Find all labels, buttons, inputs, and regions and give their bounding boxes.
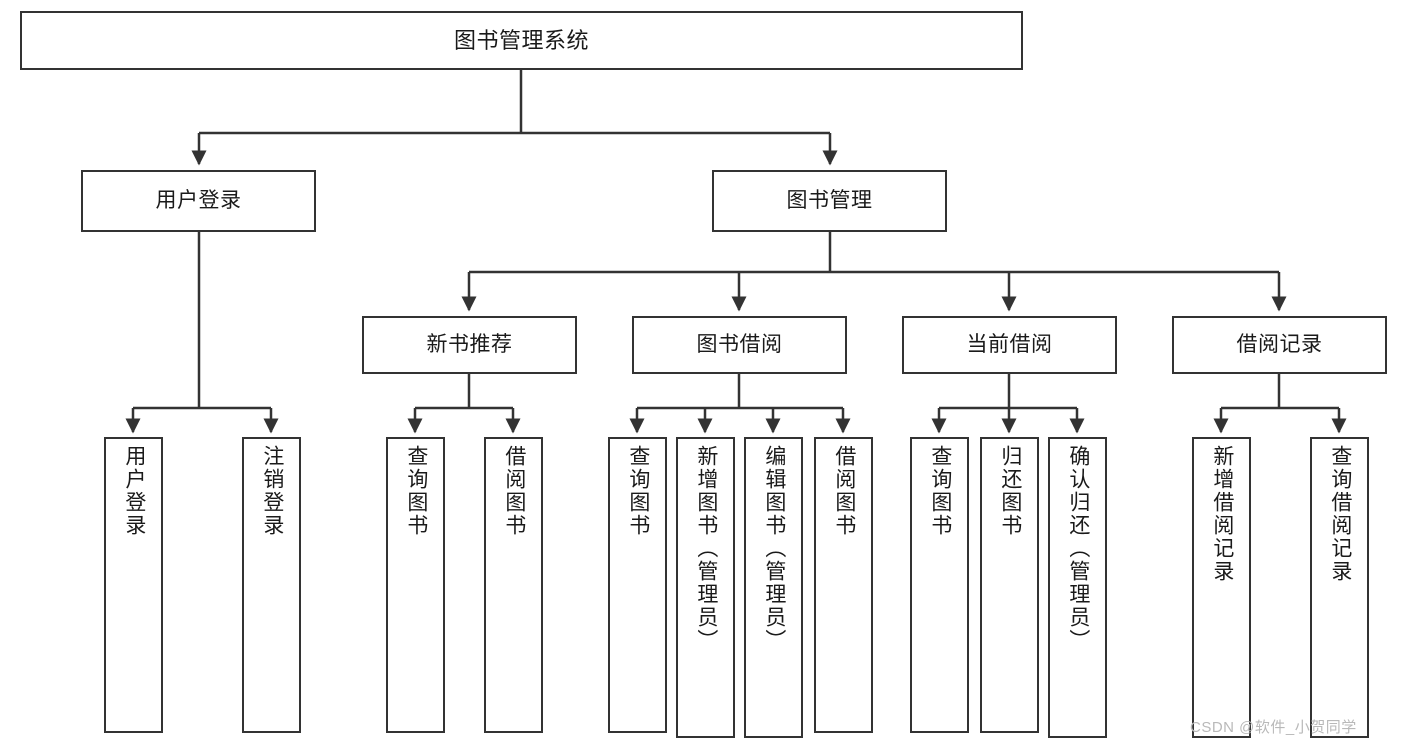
node-label: 图书管理 (786, 188, 873, 212)
node-new-book-recommend[interactable]: 新书推荐 (362, 316, 577, 374)
leaf-query-book-new-recommend[interactable]: 查询图书 (386, 437, 445, 733)
leaf-query-borrow-record[interactable]: 查询借阅记录 (1310, 437, 1369, 738)
node-label: 借阅记录 (1236, 332, 1323, 356)
node-user-login[interactable]: 用户登录 (81, 170, 316, 232)
leaf-borrow-book-new-recommend[interactable]: 借阅图书 (484, 437, 543, 733)
node-label: 借阅图书 (502, 445, 526, 537)
node-label: 确认归还（管理员） (1066, 445, 1090, 652)
node-label: 查询图书 (626, 445, 650, 537)
node-book-borrow[interactable]: 图书借阅 (632, 316, 847, 374)
node-label: 新书推荐 (426, 332, 513, 356)
node-label: 用户登录 (155, 188, 242, 212)
node-root-book-management-system[interactable]: 图书管理系统 (20, 11, 1023, 70)
node-label: 借阅图书 (832, 445, 856, 537)
leaf-add-book-admin[interactable]: 新增图书（管理员） (676, 437, 735, 738)
node-borrow-record[interactable]: 借阅记录 (1172, 316, 1387, 374)
leaf-confirm-return-admin[interactable]: 确认归还（管理员） (1048, 437, 1107, 738)
node-label: 新增图书（管理员） (694, 445, 718, 652)
node-label: 注销登录 (260, 445, 284, 537)
leaf-borrow-book-borrow[interactable]: 借阅图书 (814, 437, 873, 733)
leaf-return-book[interactable]: 归还图书 (980, 437, 1039, 733)
leaf-user-login[interactable]: 用户登录 (104, 437, 163, 733)
node-label: 查询图书 (928, 445, 952, 537)
node-label: 用户登录 (122, 445, 146, 537)
node-label: 编辑图书（管理员） (762, 445, 786, 652)
leaf-edit-book-admin[interactable]: 编辑图书（管理员） (744, 437, 803, 738)
leaf-add-borrow-record[interactable]: 新增借阅记录 (1192, 437, 1251, 738)
node-book-management[interactable]: 图书管理 (712, 170, 947, 232)
node-label: 归还图书 (998, 445, 1022, 537)
leaf-logout[interactable]: 注销登录 (242, 437, 301, 733)
node-label: 图书管理系统 (453, 27, 589, 53)
node-label: 图书借阅 (696, 332, 783, 356)
node-label: 查询借阅记录 (1328, 445, 1352, 583)
node-label: 当前借阅 (966, 332, 1053, 356)
node-label: 查询图书 (404, 445, 428, 537)
node-current-borrow[interactable]: 当前借阅 (902, 316, 1117, 374)
leaf-query-book-borrow[interactable]: 查询图书 (608, 437, 667, 733)
leaf-query-book-current[interactable]: 查询图书 (910, 437, 969, 733)
node-label: 新增借阅记录 (1210, 445, 1234, 583)
